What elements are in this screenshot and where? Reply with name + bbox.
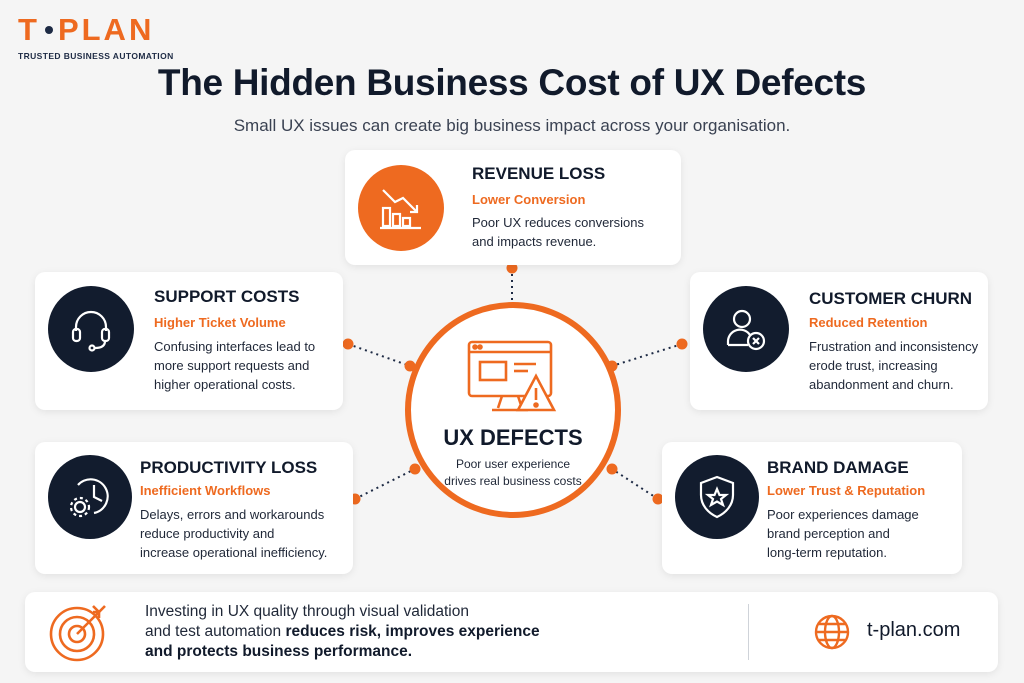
connector-dot-churn: [676, 338, 688, 350]
headset-icon: [48, 286, 134, 372]
page-subtitle: Small UX issues can create big business …: [233, 116, 791, 135]
desc-line: Confusing interfaces lead to: [154, 339, 316, 354]
card-subtitle: Higher Ticket Volume: [154, 315, 286, 330]
desc-line: more support requests and: [154, 358, 310, 373]
shield-star-icon: [675, 455, 759, 539]
logo-wordmark: T PLAN: [18, 14, 174, 45]
card-description: Delays, errors and workarounds reduce pr…: [140, 505, 327, 562]
footer-divider: [748, 604, 749, 660]
connector-dot-brand: [652, 493, 664, 505]
logo-letter-t: T: [18, 12, 40, 47]
connector-dot-revenue: [506, 262, 518, 274]
card-description: Poor UX reduces conversions and impacts …: [472, 213, 644, 251]
card-title: SUPPORT COSTS: [154, 287, 300, 306]
card-title: BRAND DAMAGE: [767, 458, 909, 477]
footer-text-bold: and protects business performance.: [145, 643, 413, 660]
card-brand-damage: BRAND DAMAGE Lower Trust & Reputation Po…: [662, 442, 962, 574]
card-description: Poor experiences damage brand perception…: [767, 505, 919, 562]
desc-line: increase operational inefficiency.: [140, 545, 328, 560]
card-productivity-loss: PRODUCTIVITY LOSS Inefficient Workflows …: [35, 442, 353, 574]
desc-line: Poor UX reduces conversions: [472, 215, 644, 230]
target-arrow-icon: [49, 605, 106, 662]
connector-support: [347, 343, 411, 367]
card-subtitle: Reduced Retention: [809, 315, 928, 330]
footer-text-plain: and test automation: [145, 623, 286, 640]
desc-line: higher operational costs.: [154, 377, 296, 392]
page-title: The Hidden Business Cost of UX Defects: [157, 62, 867, 103]
card-revenue-loss: REVENUE LOSS Lower Conversion Poor UX re…: [345, 150, 681, 265]
center-description: Poor user experience drives real busines…: [435, 456, 591, 490]
connector-productivity: [354, 468, 416, 500]
card-title: REVENUE LOSS: [472, 164, 606, 183]
connector-brand: [611, 468, 659, 500]
desc-line: long-term reputation.: [767, 545, 887, 560]
clock-gear-icon: [48, 455, 132, 539]
footer-banner: Investing in UX quality through visual v…: [25, 592, 998, 672]
connector-dot-productivity-inner: [409, 463, 421, 475]
desc-line: and impacts revenue.: [472, 234, 597, 249]
card-description: Confusing interfaces lead to more suppor…: [154, 337, 315, 394]
card-support-costs: SUPPORT COSTS Higher Ticket Volume Confu…: [35, 272, 343, 410]
desc-line: drives real business costs: [444, 474, 582, 488]
logo-dot: [44, 25, 53, 34]
card-subtitle: Inefficient Workflows: [140, 483, 271, 498]
connector-dot-brand-inner: [606, 463, 618, 475]
card-subtitle: Lower Conversion: [472, 192, 586, 207]
connector-dot-support: [342, 338, 354, 350]
footer-line: and test automation reduces risk, improv…: [145, 622, 745, 642]
desc-line: reduce productivity and: [140, 526, 275, 541]
desc-line: Poor user experience: [455, 457, 571, 471]
center-title: UX DEFECTS: [443, 425, 583, 450]
card-description: Frustration and inconsistency erode trus…: [809, 337, 978, 394]
desc-line: abandonment and churn.: [809, 377, 954, 392]
desc-line: Frustration and inconsistency: [809, 339, 979, 354]
footer-line: Investing in UX quality through visual v…: [145, 603, 469, 620]
desc-line: Poor experiences damage: [767, 507, 919, 522]
desc-line: brand perception and: [767, 526, 890, 541]
desc-line: erode trust, increasing: [809, 358, 938, 373]
logo-word-plan: PLAN: [57, 12, 155, 47]
chart-decline-icon: [358, 165, 444, 251]
card-title: CUSTOMER CHURN: [809, 289, 973, 308]
footer-message: Investing in UX quality through visual v…: [145, 602, 745, 662]
footer-line: and protects business performance.: [145, 642, 745, 662]
brand-logo: T PLAN TRUSTED BUSINESS AUTOMATION: [18, 14, 174, 61]
logo-tagline: TRUSTED BUSINESS AUTOMATION: [18, 51, 174, 61]
website-link[interactable]: t-plan.com: [867, 619, 961, 641]
card-subtitle: Lower Trust & Reputation: [767, 483, 926, 498]
card-title: PRODUCTIVITY LOSS: [140, 458, 318, 477]
desc-line: Delays, errors and workarounds: [140, 507, 325, 522]
globe-icon: [814, 614, 850, 650]
connector-churn: [611, 343, 683, 367]
footer-text-bold: reduces risk, improves experience: [285, 623, 540, 640]
user-remove-icon: [703, 286, 789, 372]
card-customer-churn: CUSTOMER CHURN Reduced Retention Frustra…: [690, 272, 988, 410]
monitor-warning-icon: [467, 340, 557, 412]
